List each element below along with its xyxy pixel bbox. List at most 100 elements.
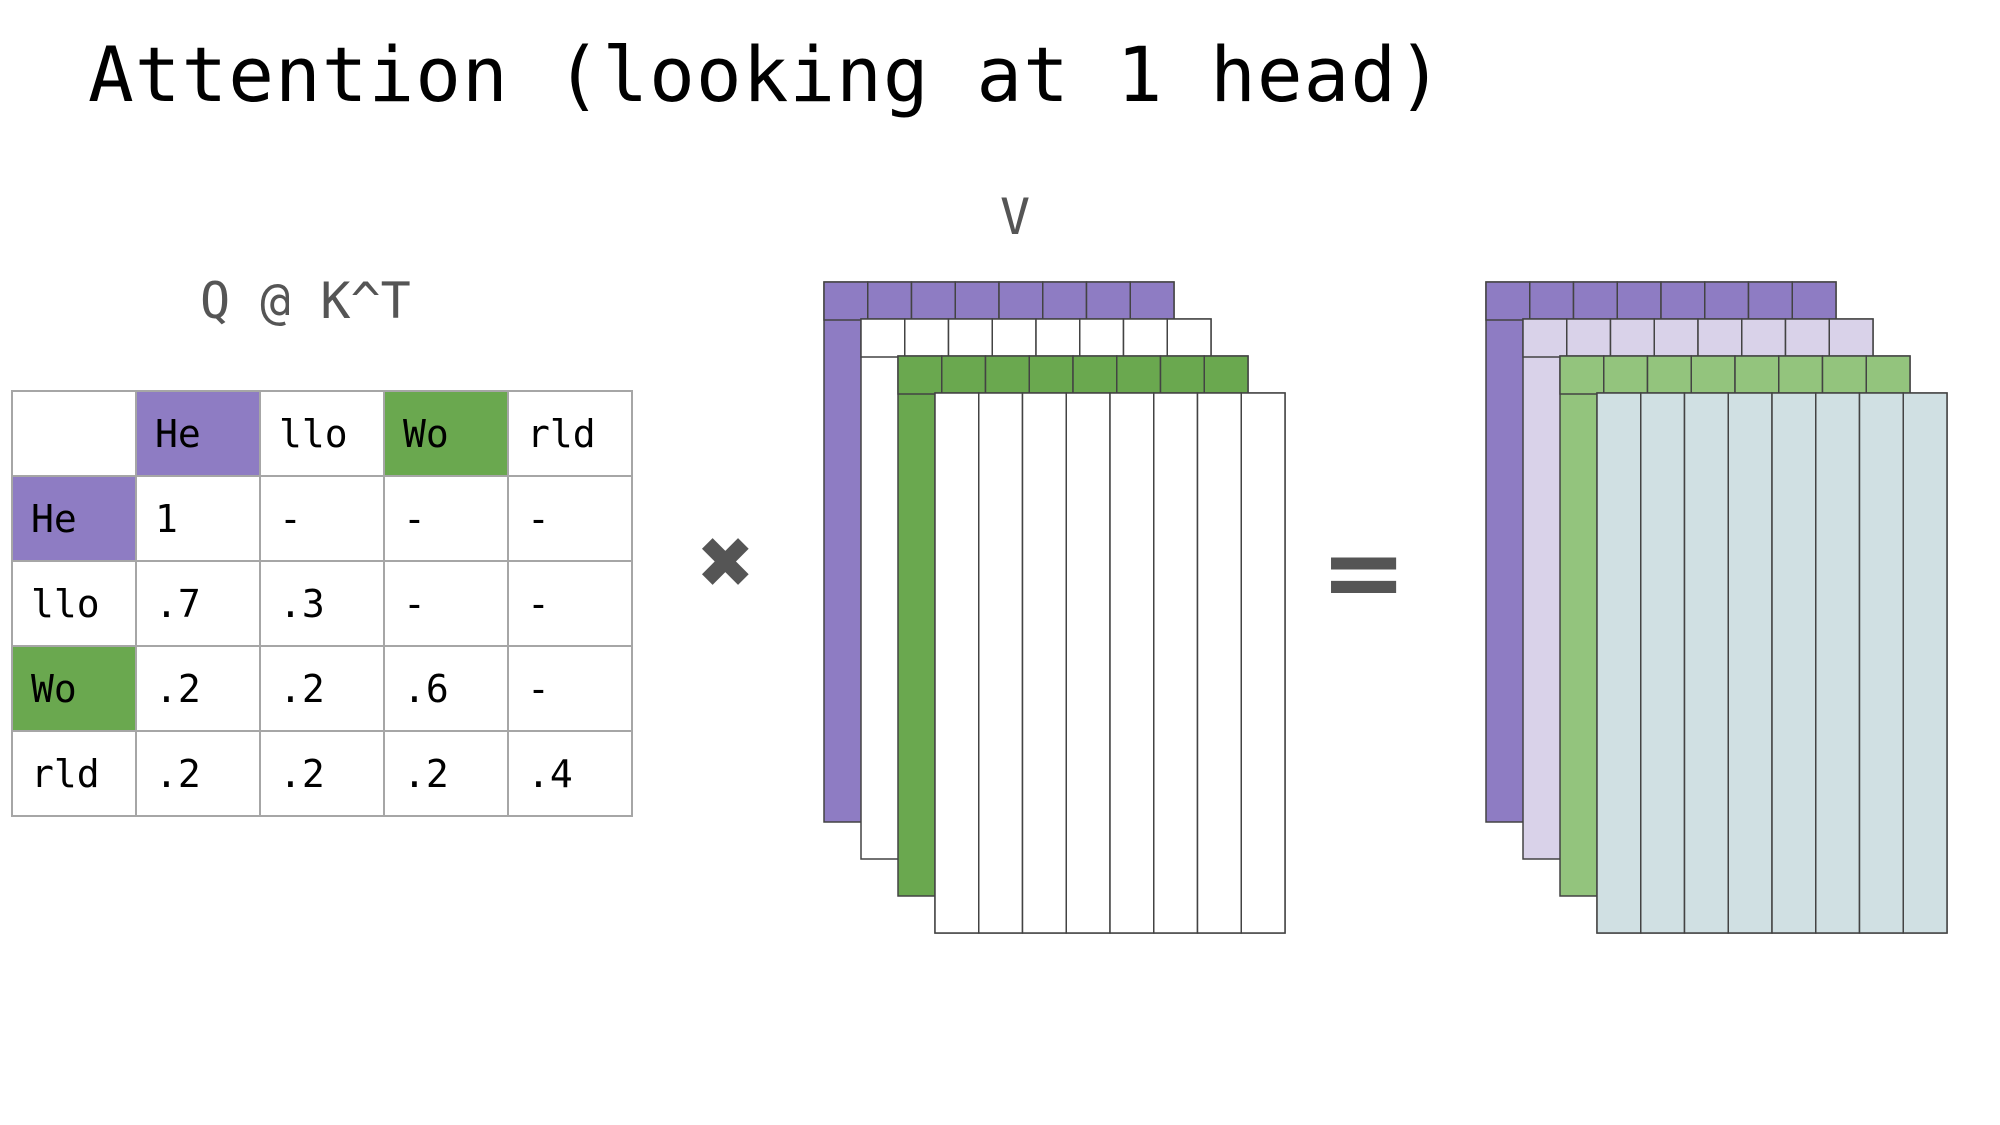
- output-matrix-column-cell: [1646, 355, 1692, 395]
- v-matrix-column-cell: [1109, 392, 1155, 934]
- v-matrix-column-cell: [1079, 318, 1125, 358]
- output-matrix-column-cell: [1660, 281, 1706, 321]
- attention-row-llo: llo .7 .3 - -: [11, 560, 633, 647]
- output-matrix-column-cell: [1727, 392, 1773, 934]
- v-matrix-column-cell: [1153, 392, 1199, 934]
- attention-cell: -: [507, 645, 633, 732]
- output-matrix-column-cell: [1559, 355, 1605, 395]
- output-matrix-column-cell: [1784, 318, 1830, 358]
- v-label: V: [1000, 188, 1031, 246]
- attention-cell: .2: [383, 730, 509, 817]
- output-matrix-column-cell: [1741, 318, 1787, 358]
- v-matrix-column-cell: [1166, 318, 1212, 358]
- v-matrix-column-cell: [941, 355, 987, 395]
- attention-cell: .3: [259, 560, 385, 647]
- v-matrix-column-cell: [1196, 392, 1242, 934]
- v-matrix-column-cell: [1021, 392, 1067, 934]
- attention-cell: 1: [135, 475, 261, 562]
- attention-cell: .2: [259, 645, 385, 732]
- attention-header-row: He llo Wo rld: [11, 390, 633, 477]
- v-matrix-column-cell: [1129, 281, 1175, 321]
- attention-cell: .4: [507, 730, 633, 817]
- row-header-llo: llo: [11, 560, 137, 647]
- output-matrix-column-cell: [1690, 355, 1736, 395]
- attention-cell: -: [507, 475, 633, 562]
- v-matrix-column-cell: [1072, 355, 1118, 395]
- attention-cell: .7: [135, 560, 261, 647]
- output-matrix-column-cell: [1596, 392, 1642, 934]
- v-matrix-column-cell: [1116, 355, 1162, 395]
- output-matrix-column-cell: [1609, 318, 1655, 358]
- row-header-rld: rld: [11, 730, 137, 817]
- attention-matrix-table: He llo Wo rld He 1 - - - llo .7 .3 - - W…: [11, 390, 633, 817]
- v-matrix-column-cell: [1203, 355, 1249, 395]
- v-matrix-layer-4: [934, 392, 1286, 934]
- v-matrix-column-cell: [1159, 355, 1205, 395]
- v-matrix-column-cell: [954, 281, 1000, 321]
- attention-cell: -: [383, 475, 509, 562]
- v-matrix-column-cell: [947, 318, 993, 358]
- v-matrix-column-cell: [984, 355, 1030, 395]
- output-matrix-column-cell: [1821, 355, 1867, 395]
- v-matrix-column-cell: [934, 392, 980, 934]
- v-matrix-column-cell: [1035, 318, 1081, 358]
- output-matrix-column-cell: [1566, 318, 1612, 358]
- row-header-he: He: [11, 475, 137, 562]
- output-matrix-column-cell: [1704, 281, 1750, 321]
- output-matrix-stack: [1485, 281, 1948, 934]
- v-matrix-column-cell: [1028, 355, 1074, 395]
- output-matrix-column-cell: [1747, 281, 1793, 321]
- output-matrix-column-cell: [1616, 281, 1662, 321]
- multiply-icon: ✖: [696, 522, 755, 604]
- attention-cell: -: [383, 560, 509, 647]
- output-matrix-column-cell: [1865, 355, 1911, 395]
- attention-cell: .6: [383, 645, 509, 732]
- column-header-llo: llo: [259, 390, 385, 477]
- attention-row-he: He 1 - - -: [11, 475, 633, 562]
- attention-cell: .2: [135, 645, 261, 732]
- v-matrix-column-cell: [978, 392, 1024, 934]
- output-matrix-column-cell: [1902, 392, 1948, 934]
- v-matrix-column-cell: [1065, 392, 1111, 934]
- output-matrix-column-cell: [1603, 355, 1649, 395]
- output-matrix-column-cell: [1791, 281, 1837, 321]
- v-matrix-column-cell: [904, 318, 950, 358]
- output-matrix-column-cell: [1771, 392, 1817, 934]
- output-matrix-column-cell: [1828, 318, 1874, 358]
- output-matrix-column-cell: [1640, 392, 1686, 934]
- output-matrix-column-cell: [1697, 318, 1743, 358]
- output-matrix-column-cell: [1653, 318, 1699, 358]
- output-matrix-column-cell: [1529, 281, 1575, 321]
- v-matrix-column-cell: [1085, 281, 1131, 321]
- v-matrix-column-cell: [910, 281, 956, 321]
- v-matrix-column-cell: [897, 355, 943, 395]
- output-matrix-layer-4: [1596, 392, 1948, 934]
- slide-title: Attention (looking at 1 head): [88, 30, 1444, 119]
- v-matrix-stack: [823, 281, 1286, 934]
- output-matrix-column-cell: [1815, 392, 1861, 934]
- v-matrix-column-cell: [867, 281, 913, 321]
- output-matrix-column-cell: [1734, 355, 1780, 395]
- attention-row-rld: rld .2 .2 .2 .4: [11, 730, 633, 817]
- v-matrix-column-cell: [1122, 318, 1168, 358]
- column-header-rld: rld: [507, 390, 633, 477]
- output-matrix-column-cell: [1683, 392, 1729, 934]
- column-header-wo: Wo: [383, 390, 509, 477]
- output-matrix-column-cell: [1858, 392, 1904, 934]
- column-header-he: He: [135, 390, 261, 477]
- output-matrix-column-cell: [1778, 355, 1824, 395]
- attention-row-wo: Wo .2 .2 .6 -: [11, 645, 633, 732]
- v-matrix-column-cell: [998, 281, 1044, 321]
- output-matrix-column-cell: [1572, 281, 1618, 321]
- corner-cell: [11, 390, 137, 477]
- v-matrix-column-cell: [1042, 281, 1088, 321]
- attention-cell: -: [259, 475, 385, 562]
- v-matrix-column-cell: [991, 318, 1037, 358]
- v-matrix-column-cell: [1240, 392, 1286, 934]
- attention-cell: .2: [259, 730, 385, 817]
- qk-label: Q @ K^T: [200, 272, 411, 330]
- equals-icon: =: [1320, 511, 1408, 633]
- v-matrix-column-cell: [823, 281, 869, 321]
- output-matrix-column-cell: [1522, 318, 1568, 358]
- v-matrix-column-cell: [860, 318, 906, 358]
